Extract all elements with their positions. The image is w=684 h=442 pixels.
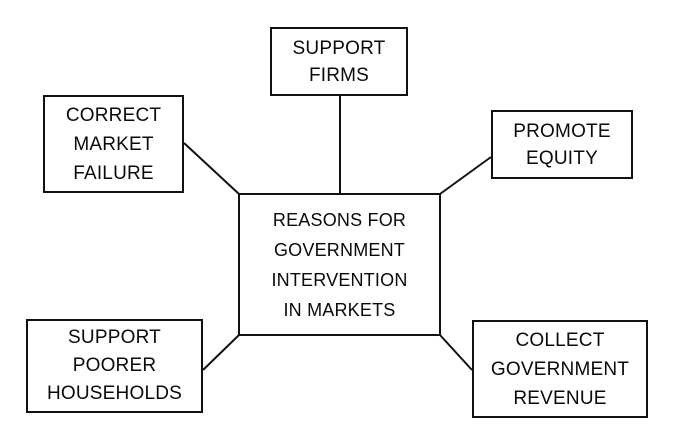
node-collect-government-revenue-line-1: COLLECT — [515, 329, 605, 351]
node-central-line-1: REASONS FOR — [272, 209, 407, 230]
node-support-poorer-households-line-3: HOUSEHOLDS — [46, 383, 183, 404]
node-collect-government-revenue-line-2: GOVERNMENT — [490, 358, 630, 380]
node-correct-market-failure-line-3: FAILURE — [73, 162, 154, 184]
node-promote-equity-line-2: EQUITY — [526, 147, 598, 169]
node-collect-government-revenue-line-3: REVENUE — [513, 387, 607, 409]
node-collect-government-revenue[interactable]: COLLECT GOVERNMENT REVENUE — [472, 320, 648, 418]
node-support-firms-line-2: FIRMS — [308, 64, 370, 86]
connector-collect-government-revenue — [439, 334, 473, 371]
node-correct-market-failure[interactable]: CORRECT MARKET FAILURE — [43, 95, 184, 193]
node-support-firms[interactable]: SUPPORT FIRMS — [270, 27, 408, 96]
connector-promote-equity — [439, 156, 492, 195]
node-central-reasons-for-government-intervention[interactable]: REASONS FOR GOVERNMENT INTERVENTION IN M… — [238, 193, 441, 336]
node-support-poorer-households-line-2: POORER — [72, 355, 157, 376]
connector-support-poorer-households — [202, 334, 240, 371]
node-support-firms-line-1: SUPPORT — [292, 37, 386, 59]
node-central-line-3: INTERVENTION — [271, 269, 408, 290]
node-correct-market-failure-line-1: CORRECT — [65, 104, 162, 126]
node-promote-equity[interactable]: PROMOTE EQUITY — [491, 110, 633, 179]
node-support-poorer-households[interactable]: SUPPORT POORER HOUSEHOLDS — [26, 319, 203, 413]
node-support-poorer-households-line-1: SUPPORT — [68, 327, 161, 348]
node-central-line-4: IN MARKETS — [283, 299, 396, 320]
node-promote-equity-line-1: PROMOTE — [513, 120, 611, 142]
node-correct-market-failure-line-2: MARKET — [73, 133, 154, 155]
connector-correct-market-failure — [183, 142, 240, 195]
node-central-line-2: GOVERNMENT — [273, 239, 405, 260]
